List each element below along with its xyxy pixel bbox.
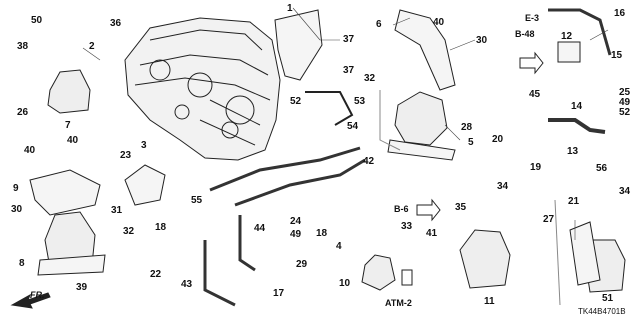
part-36-label: 36 (110, 18, 122, 29)
b6-arrow (416, 198, 441, 222)
left-mount (47, 69, 91, 114)
part-2-label: 2 (89, 41, 95, 52)
part-7-label: 7 (65, 120, 71, 131)
center-mount (361, 254, 396, 291)
part-11-label: 11 (484, 296, 495, 307)
part-45-label: 45 (529, 89, 541, 100)
part-49-label: 49 (619, 97, 631, 108)
front-mount (394, 91, 448, 146)
part-5-label: 5 (468, 137, 474, 148)
front-arrow (10, 292, 51, 309)
part-37-label: 37 (343, 34, 355, 45)
part-1-label: 1 (287, 3, 293, 14)
part-30-label: 30 (476, 35, 488, 46)
part-31-label: 31 (111, 205, 123, 216)
stopper-bracket (124, 164, 166, 206)
reference-b48[interactable]: B-48 (515, 29, 535, 39)
part-40-label-2: 40 (24, 145, 36, 156)
part-52-label-2: 52 (619, 107, 631, 118)
part-42-label: 42 (363, 156, 375, 167)
diagram-code: TK44B4701B (578, 307, 626, 316)
engine-assembly (124, 17, 281, 161)
solenoid (557, 41, 581, 63)
part-3-label: 3 (141, 140, 147, 151)
reference-b6[interactable]: B-6 (394, 204, 409, 214)
part-12-label: 12 (561, 31, 573, 42)
part-21-label: 21 (568, 196, 580, 207)
part-52-label: 52 (290, 96, 302, 107)
part-10-label: 10 (339, 278, 351, 289)
part-33-label: 33 (401, 221, 413, 232)
part-40-label-3: 40 (67, 135, 79, 146)
part-29-label: 29 (296, 259, 308, 270)
part-9-label: 9 (13, 183, 19, 194)
part-32-label-2: 32 (123, 226, 135, 237)
reference-e3[interactable]: E-3 (525, 13, 540, 23)
part-55-label: 55 (191, 195, 203, 206)
part-15-label: 15 (611, 50, 623, 61)
part-20-label: 20 (492, 134, 504, 145)
part-26-label: 26 (17, 107, 29, 118)
part-38-label: 38 (17, 41, 29, 52)
part-25-label: 25 (619, 87, 631, 98)
part-19-label: 19 (530, 162, 542, 173)
part-17-label: 17 (273, 288, 285, 299)
part-4-label: 4 (336, 241, 342, 252)
part-24-label: 24 (290, 216, 302, 227)
part-16-label: 16 (614, 8, 626, 19)
part-32-label: 32 (364, 73, 376, 84)
part-34-label: 34 (497, 181, 509, 192)
part-34-label-2: 34 (619, 186, 631, 197)
part-51-label: 51 (602, 293, 614, 304)
part-18-label: 18 (155, 222, 167, 233)
part-35-label: 35 (455, 202, 467, 213)
part-56-label: 56 (596, 163, 608, 174)
part-43-label: 43 (181, 279, 193, 290)
part-6-label: 6 (376, 19, 382, 30)
part-53-label: 53 (354, 96, 366, 107)
part-22-label: 22 (150, 269, 162, 280)
part-39-label: 39 (76, 282, 88, 293)
vacuum-hose (209, 146, 361, 192)
part-54-label: 54 (347, 121, 359, 132)
part-23-label: 23 (120, 150, 132, 161)
part-18-label-2: 18 (316, 228, 328, 239)
lower-bracket (29, 169, 101, 216)
part-14-label: 14 (571, 101, 583, 112)
part-30-label-2: 30 (11, 204, 23, 215)
part-13-label: 13 (567, 146, 579, 157)
part-8-label: 8 (19, 258, 25, 269)
part-40-label: 40 (433, 17, 445, 28)
part-41-label: 41 (426, 228, 438, 239)
part-27-label: 27 (543, 214, 555, 225)
rear-mount (459, 229, 511, 289)
part-50-label: 50 (31, 15, 43, 26)
upper-bracket (274, 9, 323, 81)
reference-atm2[interactable]: ATM-2 (385, 298, 412, 308)
part-49-label-2: 49 (290, 229, 302, 240)
part-44-label: 44 (254, 223, 266, 234)
part-28-label: 28 (461, 122, 473, 133)
side-bracket (394, 9, 456, 91)
part-37-label-2: 37 (343, 65, 355, 76)
front-direction-label: FR. (30, 290, 45, 300)
